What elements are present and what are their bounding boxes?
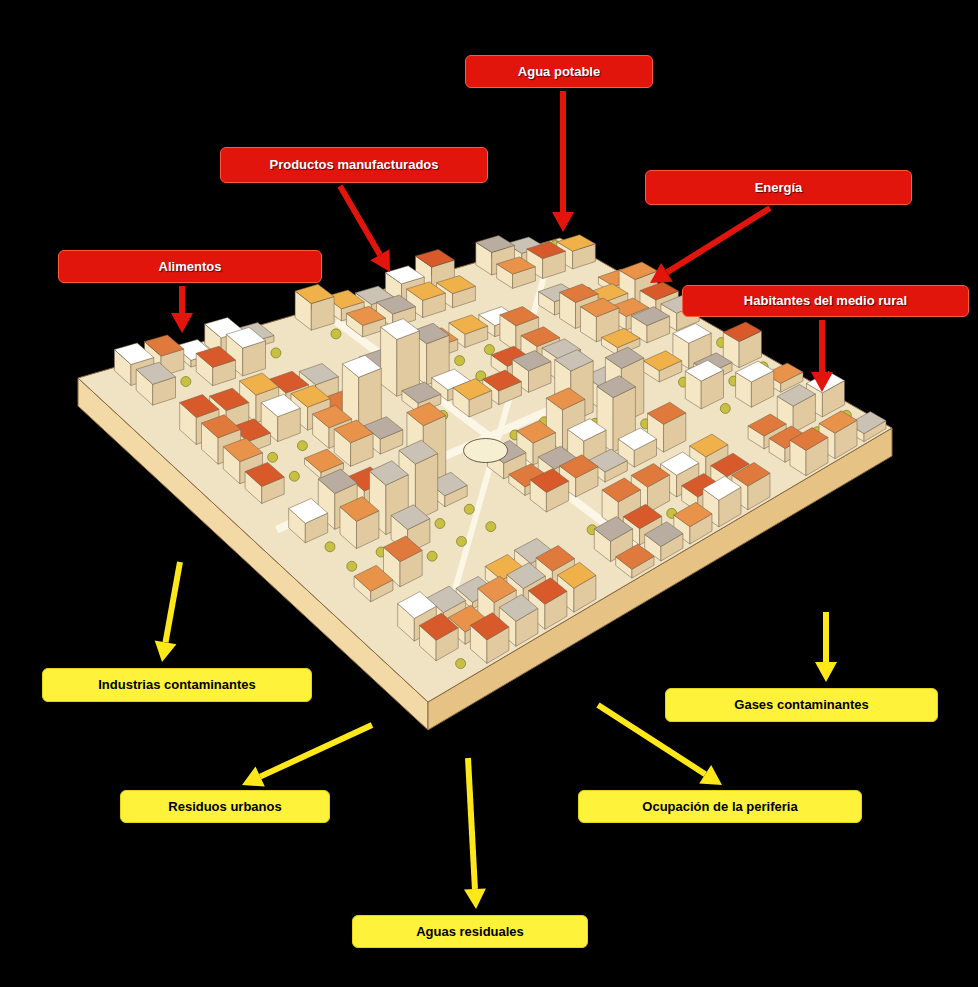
input-box: Energía bbox=[645, 170, 912, 205]
building bbox=[530, 469, 569, 512]
building bbox=[453, 379, 492, 417]
tree bbox=[427, 551, 437, 561]
arrow-head bbox=[464, 888, 486, 909]
tree bbox=[271, 348, 281, 358]
arrow-shaft bbox=[179, 286, 185, 313]
building bbox=[340, 497, 379, 549]
avenue bbox=[277, 343, 703, 529]
building bbox=[616, 544, 654, 578]
tree bbox=[484, 345, 494, 355]
tree bbox=[297, 441, 307, 451]
box-label: Gases contaminantes bbox=[734, 697, 868, 713]
input-box: Habitantes del medio rural bbox=[682, 285, 969, 317]
building bbox=[497, 257, 536, 289]
arrow-head bbox=[811, 372, 833, 392]
building bbox=[420, 613, 459, 661]
box-label: Ocupación de la periferia bbox=[642, 799, 797, 815]
arrow-shaft bbox=[468, 758, 475, 889]
arrow-head bbox=[552, 212, 574, 232]
arrow-head bbox=[815, 662, 837, 682]
building bbox=[736, 361, 774, 407]
box-label: Energía bbox=[755, 180, 803, 196]
input-box: Alimentos bbox=[58, 250, 322, 283]
tree bbox=[435, 519, 445, 529]
building bbox=[347, 306, 386, 337]
tree bbox=[720, 403, 730, 413]
input-box: Productos manufacturados bbox=[220, 147, 488, 183]
avenue bbox=[440, 272, 546, 643]
output-box: Gases contaminantes bbox=[665, 688, 938, 722]
box-label: Industrias contaminantes bbox=[98, 677, 255, 693]
arrow-head bbox=[699, 765, 722, 785]
arrow-head bbox=[155, 640, 177, 662]
arrow-head bbox=[242, 767, 265, 787]
output-box: Industrias contaminantes bbox=[42, 668, 312, 702]
ground-side bbox=[428, 428, 892, 730]
arrow-shaft bbox=[166, 562, 180, 642]
tree bbox=[181, 377, 191, 387]
building bbox=[289, 499, 328, 543]
tree bbox=[456, 659, 466, 669]
arrow-shaft bbox=[340, 186, 380, 255]
building bbox=[790, 428, 828, 476]
building bbox=[354, 565, 393, 602]
output-box: Ocupación de la periferia bbox=[578, 790, 862, 823]
arrow-shaft bbox=[560, 91, 566, 212]
building bbox=[334, 420, 373, 466]
tree bbox=[325, 542, 335, 552]
building bbox=[245, 462, 284, 503]
arrow-shaft bbox=[819, 320, 825, 372]
building bbox=[295, 284, 334, 330]
arrow-shaft bbox=[260, 725, 372, 777]
arrow-head bbox=[171, 313, 193, 333]
building bbox=[196, 346, 235, 386]
plaza bbox=[464, 439, 508, 463]
tree bbox=[289, 471, 299, 481]
tree bbox=[455, 356, 465, 366]
box-label: Aguas residuales bbox=[416, 924, 524, 940]
building bbox=[136, 362, 175, 405]
box-label: Productos manufacturados bbox=[269, 157, 438, 173]
building bbox=[470, 613, 509, 664]
box-label: Residuos urbanos bbox=[168, 799, 281, 815]
tree bbox=[456, 536, 466, 546]
arrow-shaft bbox=[667, 208, 770, 272]
arrow-head bbox=[370, 249, 390, 272]
box-label: Habitantes del medio rural bbox=[744, 293, 907, 309]
input-box: Agua potable bbox=[465, 55, 653, 88]
tree bbox=[331, 329, 341, 339]
building bbox=[685, 360, 723, 409]
flow-arrows bbox=[155, 91, 837, 909]
arrow-head bbox=[650, 263, 673, 283]
building bbox=[381, 319, 420, 397]
box-label: Alimentos bbox=[159, 259, 222, 275]
tree bbox=[464, 504, 474, 514]
building bbox=[643, 351, 681, 382]
output-box: Residuos urbanos bbox=[120, 790, 330, 823]
tree bbox=[486, 522, 496, 532]
output-box: Aguas residuales bbox=[352, 915, 588, 948]
box-label: Agua potable bbox=[518, 64, 600, 80]
tree bbox=[268, 452, 278, 462]
arrow-shaft bbox=[823, 612, 829, 662]
tree bbox=[347, 561, 357, 571]
